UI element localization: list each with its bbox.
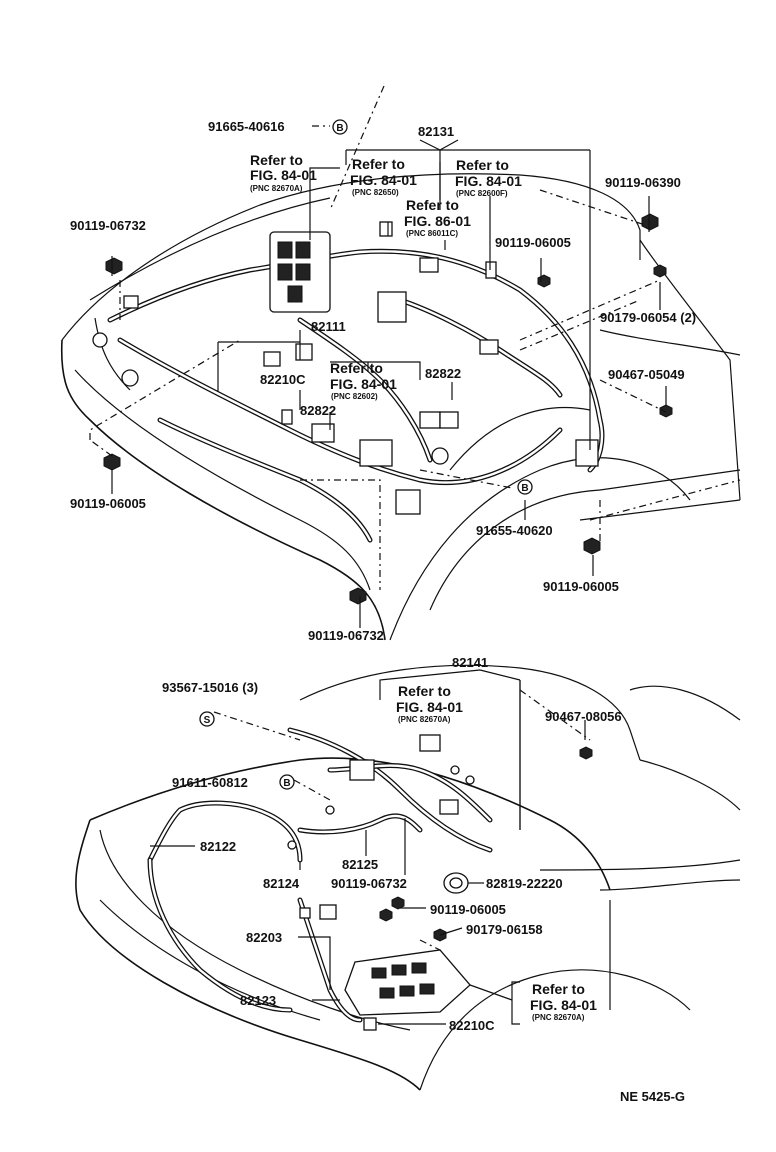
pnc-label: (PNC 82670A) — [398, 715, 451, 724]
part-number-label: 90119-06005 — [543, 579, 619, 594]
bottom-refer-blocks: Refer to FIG. 84-01 (PNC 82670A) Refer t… — [396, 683, 597, 1022]
part-number-label: 90119-06390 — [605, 175, 681, 190]
fig-label: FIG. 84-01 — [350, 172, 417, 188]
part-number-label: 82111 — [311, 319, 346, 334]
fig-label: FIG. 84-01 — [455, 173, 522, 189]
drawing-code: NE 5425-G — [620, 1089, 685, 1104]
top-vehicle-front — [60, 173, 741, 641]
refer-label: Refer to — [330, 360, 383, 376]
pnc-label: (PNC 82600F) — [456, 189, 508, 198]
refer-block: Refer to FIG. 84-01 (PNC 82670A) — [396, 683, 463, 724]
part-number-label: 90467-05049 — [608, 367, 685, 382]
part-number-label: 82210C — [449, 1018, 495, 1033]
top-leaders — [89, 85, 741, 628]
part-number-label: 90119-06732 — [70, 218, 146, 233]
part-number-label: 82125 — [342, 857, 378, 872]
part-number-label: 90467-08056 — [545, 709, 622, 724]
refer-label: Refer to — [250, 152, 303, 168]
b-marker-label: B — [336, 123, 343, 134]
refer-label: Refer to — [398, 683, 451, 699]
refer-block: Refer to FIG. 84-01 (PNC 82650) — [350, 156, 417, 197]
part-number-label: 90119-06005 — [70, 496, 146, 511]
part-number-label: 90179-06158 — [466, 922, 543, 937]
part-number-label: 82123 — [240, 993, 276, 1008]
b-marker-label: B — [283, 778, 290, 789]
fig-label: FIG. 84-01 — [396, 699, 463, 715]
refer-label: Refer to — [532, 981, 585, 997]
refer-block: Refer to FIG. 84-01 (PNC 82600F) — [455, 157, 522, 198]
pnc-label: (PNC 82602) — [331, 392, 378, 401]
refer-label: Refer to — [456, 157, 509, 173]
part-number-label: 82122 — [200, 839, 236, 854]
top-refer-blocks: Refer to FIG. 84-01 (PNC 82670A) Refer t… — [250, 152, 522, 401]
pnc-label: (PNC 82650) — [352, 188, 399, 197]
part-number-label: 91665-40616 — [208, 119, 285, 134]
part-number-label: 82131 — [418, 124, 454, 139]
refer-block: Refer to FIG. 84-01 (PNC 82602) — [330, 360, 397, 401]
refer-block: Refer to FIG. 86-01 (PNC 86011C) — [404, 197, 471, 238]
refer-block: Refer to FIG. 84-01 (PNC 82670A) — [530, 981, 597, 1022]
top-markers: B B — [332, 119, 533, 495]
b-marker-circle — [279, 774, 295, 790]
part-number-label: 82822 — [425, 366, 461, 381]
top-brackets — [217, 139, 591, 450]
part-number-label: 93567-15016 (3) — [162, 680, 258, 695]
pnc-label: (PNC 82670A) — [250, 184, 303, 193]
bottom-markers: S B — [199, 711, 295, 790]
b-marker-label: B — [521, 483, 528, 494]
pnc-label: (PNC 86011C) — [406, 229, 458, 238]
top-callouts: 91665-40616 82131 90119-06390 90119-0673… — [70, 119, 696, 643]
bottom-vehicle-rear — [75, 664, 741, 1091]
part-number-label: 90119-06732 — [331, 876, 407, 891]
pnc-label: (PNC 82670A) — [532, 1013, 585, 1022]
part-number-label: 82210C — [260, 372, 306, 387]
part-number-label: 82819-22220 — [486, 876, 563, 891]
bottom-leaders — [150, 669, 591, 1025]
b-marker-circle — [517, 479, 533, 495]
bottom-callouts: 82141 93567-15016 (3) 90467-08056 91611-… — [162, 655, 622, 1033]
fig-label: FIG. 84-01 — [530, 997, 597, 1013]
refer-block: Refer to FIG. 84-01 (PNC 82670A) — [250, 152, 317, 193]
refer-label: Refer to — [406, 197, 459, 213]
part-number-label: 82141 — [452, 655, 488, 670]
fig-label: FIG. 86-01 — [404, 213, 471, 229]
part-number-label: 90119-06005 — [430, 902, 506, 917]
part-number-label: 82203 — [246, 930, 282, 945]
part-number-label: 91611-60812 — [172, 775, 248, 790]
part-number-label: 90119-06732 — [308, 628, 384, 643]
s-marker-label: S — [204, 715, 211, 726]
top-bolts — [103, 213, 673, 605]
part-number-label: 82822 — [300, 403, 336, 418]
refer-label: Refer to — [352, 156, 405, 172]
fig-label: FIG. 84-01 — [330, 376, 397, 392]
part-number-label: 90179-06054 (2) — [600, 310, 696, 325]
b-marker-circle — [332, 119, 348, 135]
s-marker-circle — [199, 711, 215, 727]
fig-label: FIG. 84-01 — [250, 167, 317, 183]
part-number-label: 90119-06005 — [495, 235, 571, 250]
part-number-label: 91655-40620 — [476, 523, 553, 538]
part-number-label: 82124 — [263, 876, 300, 891]
